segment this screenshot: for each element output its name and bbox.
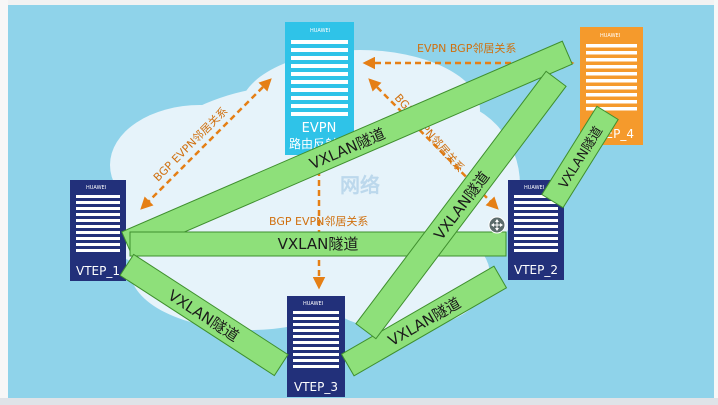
brand-logo: HUAWEI xyxy=(524,185,544,191)
vtep3-label: VTEP_3 xyxy=(294,380,338,394)
device-slot-lines xyxy=(76,195,120,252)
vtep1-label: VTEP_1 xyxy=(76,264,120,278)
vtep1-device: HUAWEI VTEP_1 xyxy=(70,180,126,281)
evpn-route-reflector: HUAWEI EVPN 路由反射器 xyxy=(285,22,354,155)
peer-arrow-rr-vtep1 xyxy=(140,78,272,210)
peer-label-rr-vtep4: EVPN BGP邻居关系 xyxy=(417,41,516,55)
device-slot-lines xyxy=(586,44,637,111)
brand-logo: HUAWEI xyxy=(310,28,330,34)
brand-logo: HUAWEI xyxy=(600,33,620,39)
brand-logo: HUAWEI xyxy=(303,301,323,307)
device-slot-lines xyxy=(293,311,339,368)
cloud-label: 网络 xyxy=(340,173,380,197)
move-cursor-icon xyxy=(488,216,506,234)
rr-label-line1: EVPN xyxy=(302,121,337,136)
device-slot-lines xyxy=(514,195,558,252)
tunnel-label: VXLAN隧道 xyxy=(278,235,359,253)
brand-logo: HUAWEI xyxy=(86,185,106,191)
right-border xyxy=(714,0,718,405)
device-slot-lines xyxy=(291,40,348,116)
top-border xyxy=(0,0,718,5)
bottom-strip xyxy=(0,398,718,405)
vtep3-device: HUAWEI VTEP_3 xyxy=(287,296,345,397)
peer-label-rr-vtep3: BGP EVPN邻居关系 xyxy=(269,214,368,228)
vtep2-label: VTEP_2 xyxy=(514,263,558,277)
left-border xyxy=(0,0,8,405)
